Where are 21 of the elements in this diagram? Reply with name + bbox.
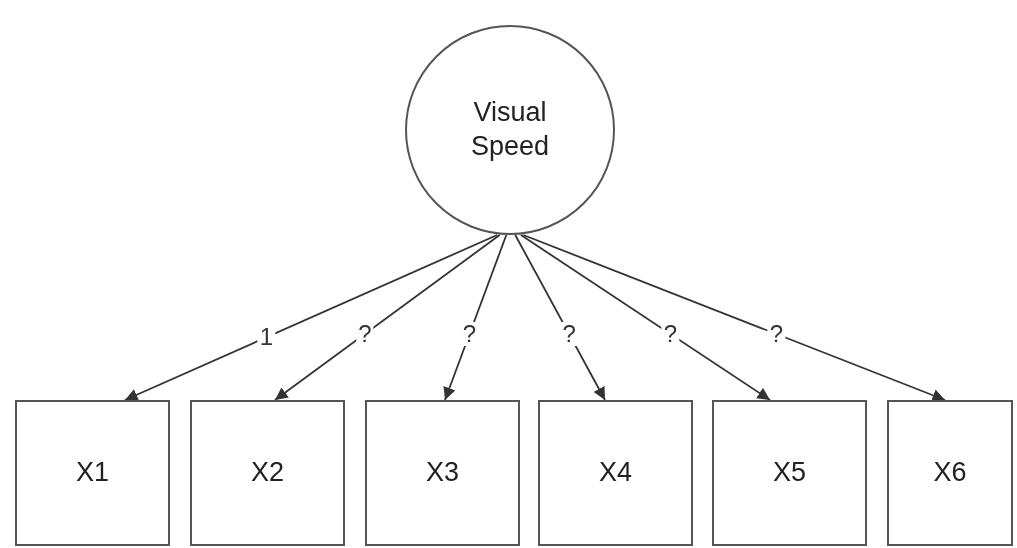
observed-variable-box: [15, 400, 170, 546]
node-label: X6: [933, 456, 967, 490]
arrow: [522, 234, 946, 402]
node-label: X5: [773, 456, 806, 490]
observed-variable-box: [887, 400, 1013, 546]
arrow: [443, 234, 508, 401]
node-label: X4: [599, 456, 632, 490]
node-label: X3: [426, 456, 459, 490]
node-label: X2: [251, 456, 284, 490]
arrow: [514, 234, 606, 401]
arrow: [124, 234, 498, 401]
arrow: [274, 234, 501, 401]
observed-variable-box: [712, 400, 867, 546]
observed-variable-box: [538, 400, 693, 546]
node-label: Visual Speed: [469, 96, 551, 163]
observed-variable-box: [365, 400, 520, 546]
observed-variable-box: [190, 400, 345, 546]
arrow: [520, 234, 771, 401]
node-label: X1: [76, 456, 109, 490]
edge-label: ?: [560, 322, 578, 346]
edge-label: ?: [460, 322, 479, 346]
